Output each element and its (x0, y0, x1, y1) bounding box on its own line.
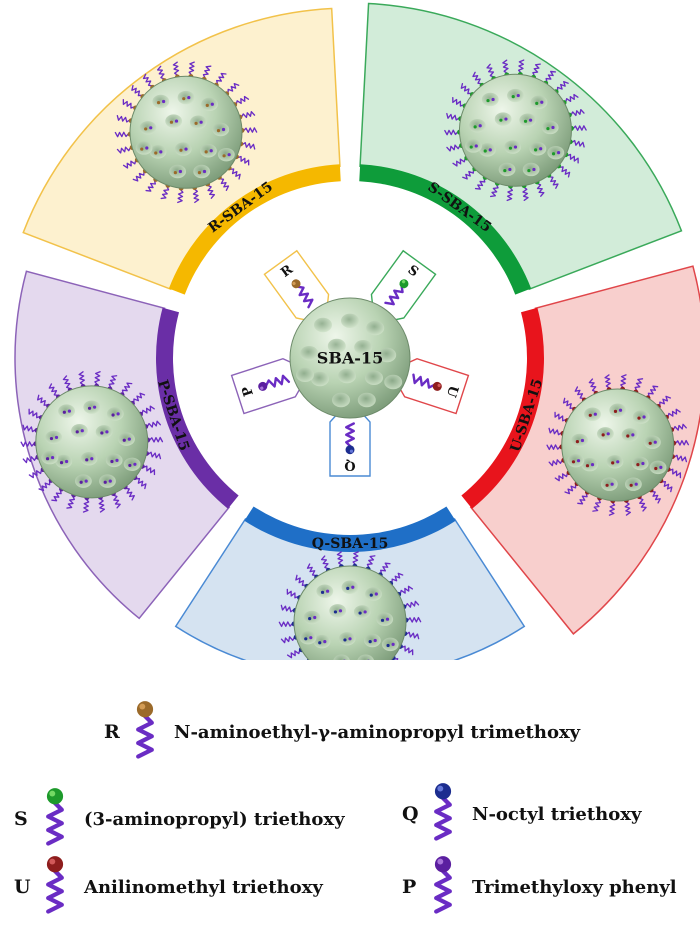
legend-text: N-aminoethyl-γ-aminopropyl trimethoxy (174, 721, 581, 743)
legend-letter: U (14, 876, 31, 898)
ligand-pointer-q (329, 398, 371, 477)
segment-label-q: Q-SBA-15 (312, 536, 389, 552)
legend-item-p: P Trimethyloxy phenyl (402, 855, 677, 919)
legend-chain (136, 701, 154, 759)
segment-p: P-SBA-15 (14, 270, 239, 620)
ligand-pointer-p (230, 358, 312, 415)
legend-letter: P (402, 876, 417, 898)
ligand-q (345, 422, 355, 455)
legend-letter: S (14, 808, 28, 830)
ligand-letter-q: Q (344, 458, 355, 473)
legend-chain (46, 856, 64, 914)
particle-r (114, 61, 258, 204)
segment-s: S-SBA-15 (359, 2, 683, 295)
ligand-u (412, 373, 442, 391)
ligand-letter-p: P (240, 384, 257, 398)
legend-letter: Q (402, 803, 419, 825)
legend-text: (3-aminopropyl) triethoxy (84, 808, 345, 830)
legend-text: Anilinomethyl triethoxy (84, 876, 323, 898)
legend-item-q: Q N-octyl triethoxy (402, 782, 641, 846)
legend-item-s: S (3-aminopropyl) triethoxy (14, 787, 345, 851)
ligand-pointer-u (388, 358, 470, 415)
ligand-pointer-r (263, 249, 330, 325)
particle-s (444, 59, 587, 202)
legend-item-u: U Anilinomethyl triethoxy (14, 855, 323, 919)
legend-chain (434, 783, 452, 841)
legend-chain (46, 788, 64, 846)
silane-chain-icon (46, 788, 64, 846)
ligand-r (291, 279, 314, 309)
silane-chain-icon (434, 856, 452, 914)
legend-item-r: R N-aminoethyl-γ-aminopropyl trimethoxy (104, 700, 580, 764)
particle-u (546, 374, 690, 516)
silane-chain-icon (136, 701, 154, 759)
ligand-p (258, 374, 291, 391)
legend-text: N-octyl triethoxy (472, 803, 642, 825)
segment-u: U-SBA-15 (461, 265, 700, 635)
legend-text: Trimethyloxy phenyl (472, 876, 677, 898)
ligand-s (384, 279, 409, 306)
legend-letter: R (104, 721, 120, 743)
center-label: SBA-15 (317, 349, 383, 368)
particle-q (278, 551, 422, 660)
ligand-pointer-s (370, 249, 437, 325)
segment-r: R-SBA-15 (22, 7, 341, 295)
ligand-letter-u: U (443, 383, 461, 399)
center-sphere (289, 297, 411, 419)
silane-chain-icon (434, 783, 452, 841)
silane-chain-icon (46, 856, 64, 914)
particle-p (20, 371, 164, 513)
legend-chain (434, 856, 452, 914)
segment-q: Q-SBA-15 (174, 506, 526, 660)
